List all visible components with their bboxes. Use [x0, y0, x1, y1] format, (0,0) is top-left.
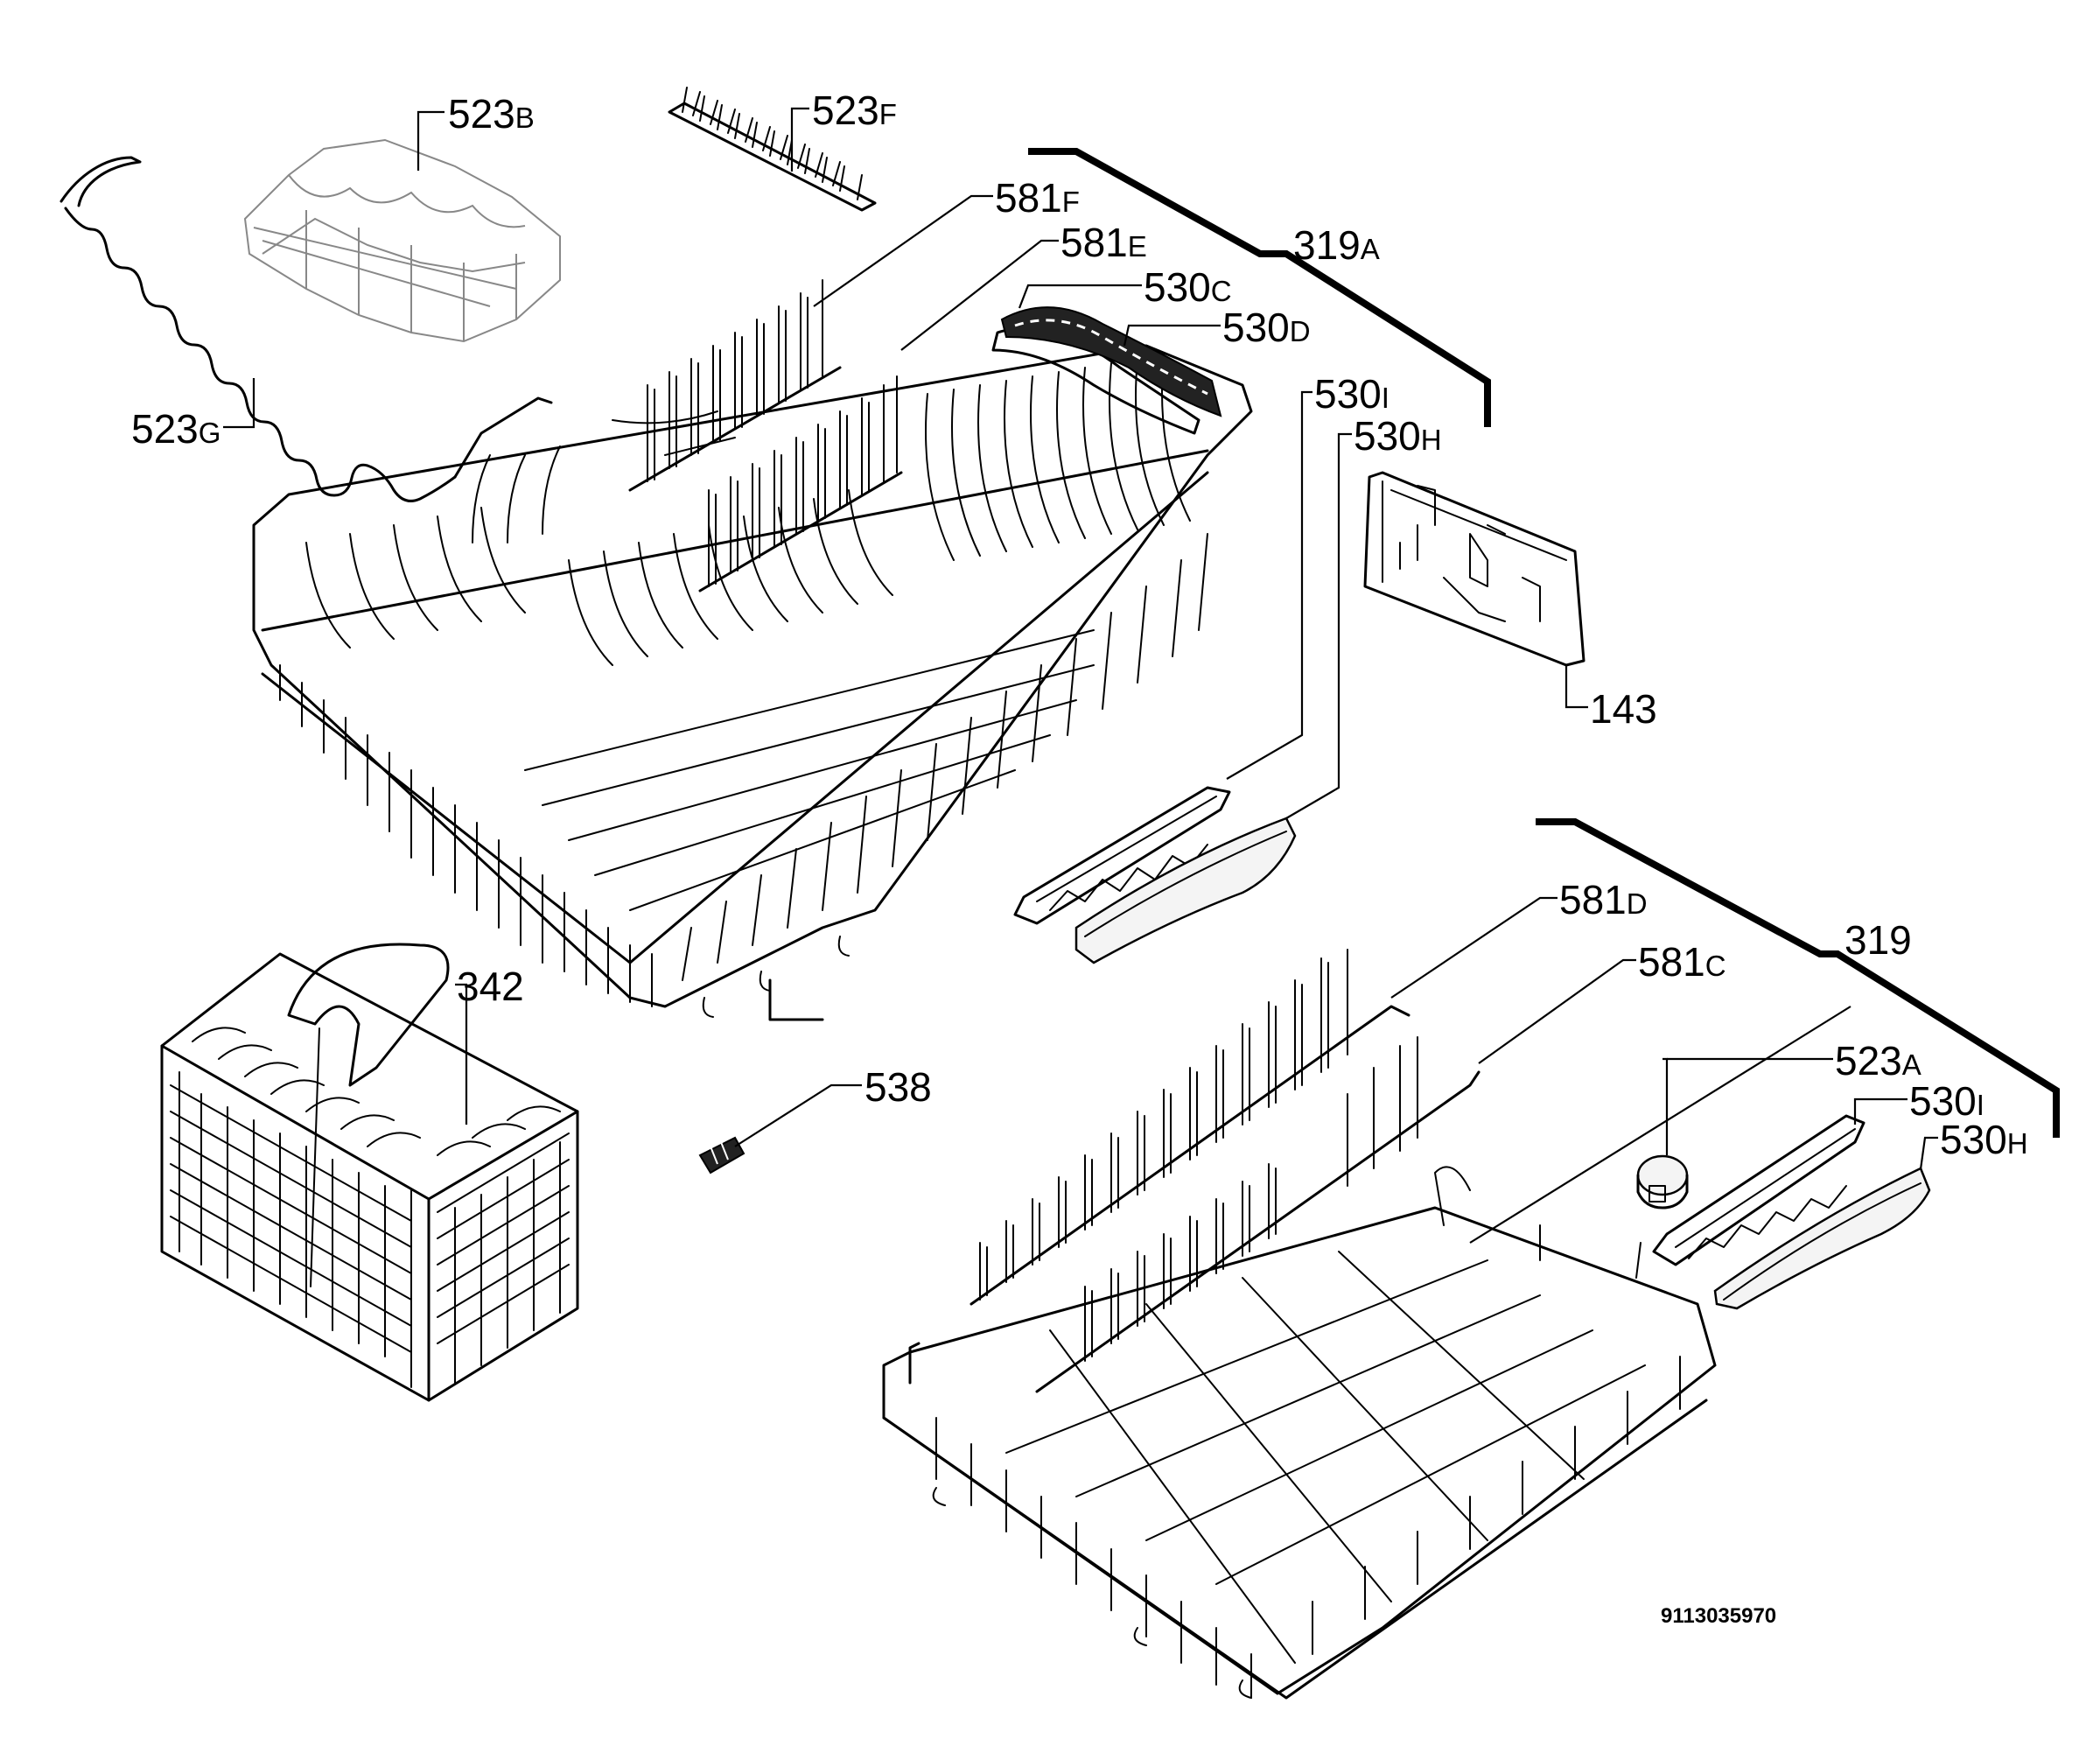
slide-530h-upper [1074, 817, 1297, 964]
lower-basket-rack [882, 1166, 1717, 1700]
label-538: 538 [864, 1064, 932, 1110]
label-581c: 581C [1638, 939, 1726, 985]
cup-shelf-523b [243, 138, 561, 343]
label-523b: 523B [448, 91, 535, 137]
drawing-number: 9113035970 [1661, 1604, 1776, 1628]
tine-row-581e [698, 375, 903, 593]
label-319: 319 [1844, 917, 1912, 963]
tine-row-581f [628, 279, 842, 492]
label-530i-lower: 530I [1909, 1078, 1984, 1124]
group-bracket-319a [1028, 148, 1491, 427]
label-319a: 319A [1293, 222, 1380, 268]
label-342: 342 [457, 964, 524, 1009]
rail-530d [1000, 306, 1222, 417]
label-530c: 530C [1144, 264, 1232, 310]
wire-rail-523g [60, 156, 553, 502]
leader-lines [223, 107, 1938, 1244]
label-530i-upper: 530I [1314, 371, 1390, 417]
label-523a: 523A [1835, 1038, 1922, 1083]
slide-530i-upper [1013, 786, 1231, 925]
label-581f: 581F [995, 175, 1080, 221]
label-143: 143 [1590, 686, 1657, 732]
label-581d: 581D [1559, 877, 1648, 922]
label-581e: 581E [1060, 220, 1147, 265]
slide-530h-lower [1713, 1167, 1931, 1310]
slide-530i-lower [1652, 1114, 1866, 1266]
group-bracket-319 [1536, 818, 2060, 1138]
part-labels: 523B 523F 581F 581E 319A 530C 530D 523G … [131, 88, 2028, 1162]
upper-basket-rack [252, 344, 1253, 1021]
pin-538 [698, 1136, 746, 1175]
label-530d: 530D [1222, 305, 1311, 350]
comb-523f [668, 87, 877, 212]
tine-row-581c [1035, 1036, 1480, 1393]
tine-row-581d [970, 949, 1410, 1306]
label-523g: 523G [131, 406, 220, 452]
bracket-143 [1363, 471, 1586, 667]
cutlery-basket-342 [160, 943, 579, 1402]
label-523f: 523F [812, 88, 897, 133]
wheel-523a [1636, 1154, 1689, 1210]
label-530h-lower: 530H [1940, 1117, 2028, 1162]
label-530h-upper: 530H [1354, 413, 1442, 459]
